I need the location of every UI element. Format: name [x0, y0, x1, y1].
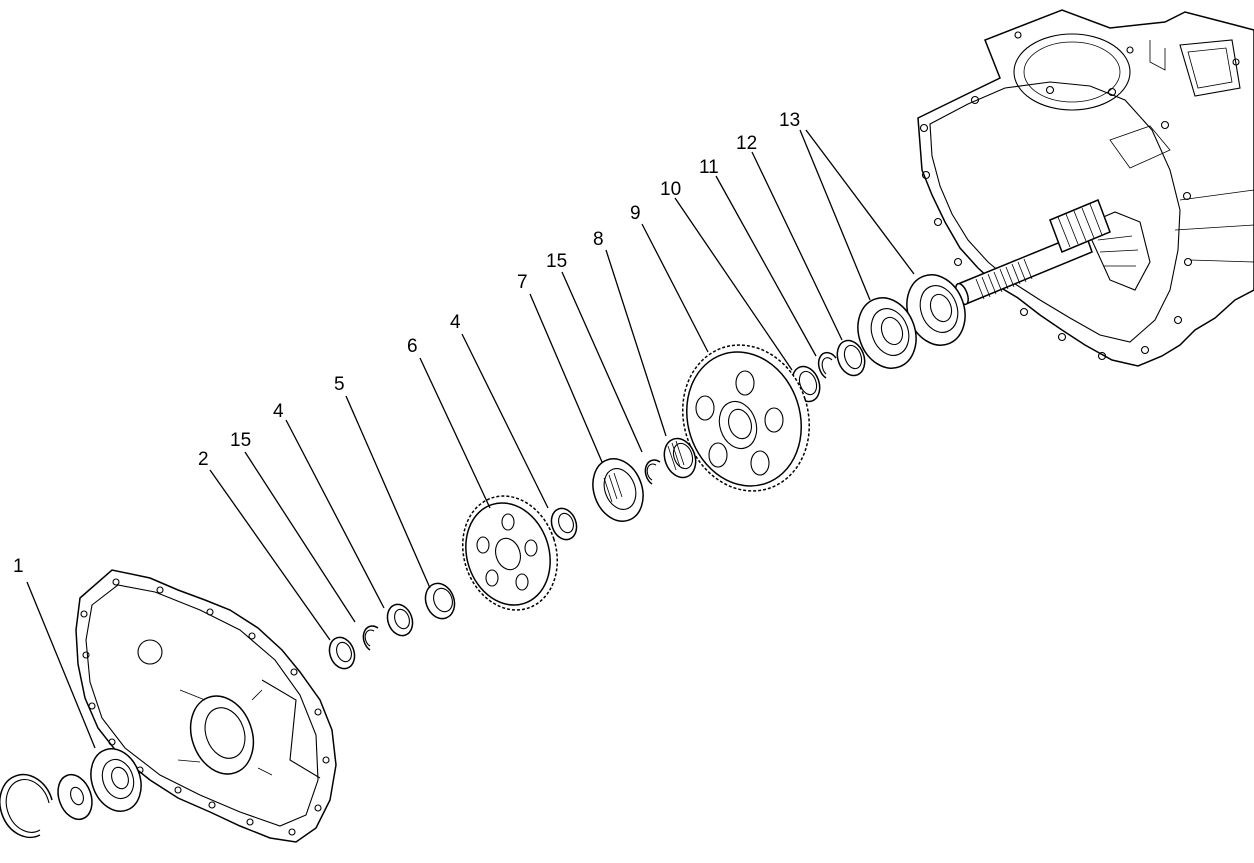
callout-labels: 1 2 15 4 5 6 4 7 15 8 9 10 11 12 13 — [13, 110, 800, 577]
callout-2: 2 — [198, 449, 209, 470]
part-1-bearing — [90, 748, 142, 812]
callout-11: 11 — [699, 157, 719, 178]
callout-6: 6 — [407, 336, 418, 357]
callout-4: 4 — [450, 312, 461, 333]
callout-5: 5 — [334, 374, 345, 395]
part-6-gear — [461, 495, 559, 611]
part-4-washer-front — [386, 603, 414, 637]
callout-10: 10 — [660, 179, 681, 200]
part-1-washer — [57, 773, 93, 821]
part-5-bushing — [424, 582, 456, 620]
part-4-washer-rear — [550, 507, 578, 541]
part-13-bearing-front — [857, 297, 917, 369]
callout-13: 13 — [779, 110, 800, 131]
front-cover — [75, 569, 337, 843]
callout-1: 1 — [13, 556, 24, 577]
callout-12: 12 — [736, 133, 757, 154]
transmission-housing — [917, 9, 1254, 367]
cover-bolt-holes — [80, 578, 330, 836]
leader-lines — [26, 129, 915, 749]
part-9-large-gear — [682, 344, 810, 492]
part-15-snap-ring-front — [362, 625, 379, 651]
part-2-ring — [328, 636, 356, 670]
part-8-needle-bearing — [663, 437, 697, 479]
part-15-snap-ring-rear — [644, 459, 661, 485]
housing-bolt-holes — [919, 31, 1240, 361]
callout-9: 9 — [630, 203, 641, 224]
callout-8: 8 — [593, 229, 604, 250]
callout-15: 15 — [230, 430, 251, 451]
callout-4: 4 — [273, 401, 284, 422]
callout-15: 15 — [546, 251, 567, 272]
part-12-ring — [836, 339, 866, 377]
part-7-bearing — [592, 458, 644, 522]
part-1-circlip — [0, 773, 53, 839]
part-11-snap-ring — [817, 351, 837, 379]
callout-7: 7 — [517, 272, 528, 293]
